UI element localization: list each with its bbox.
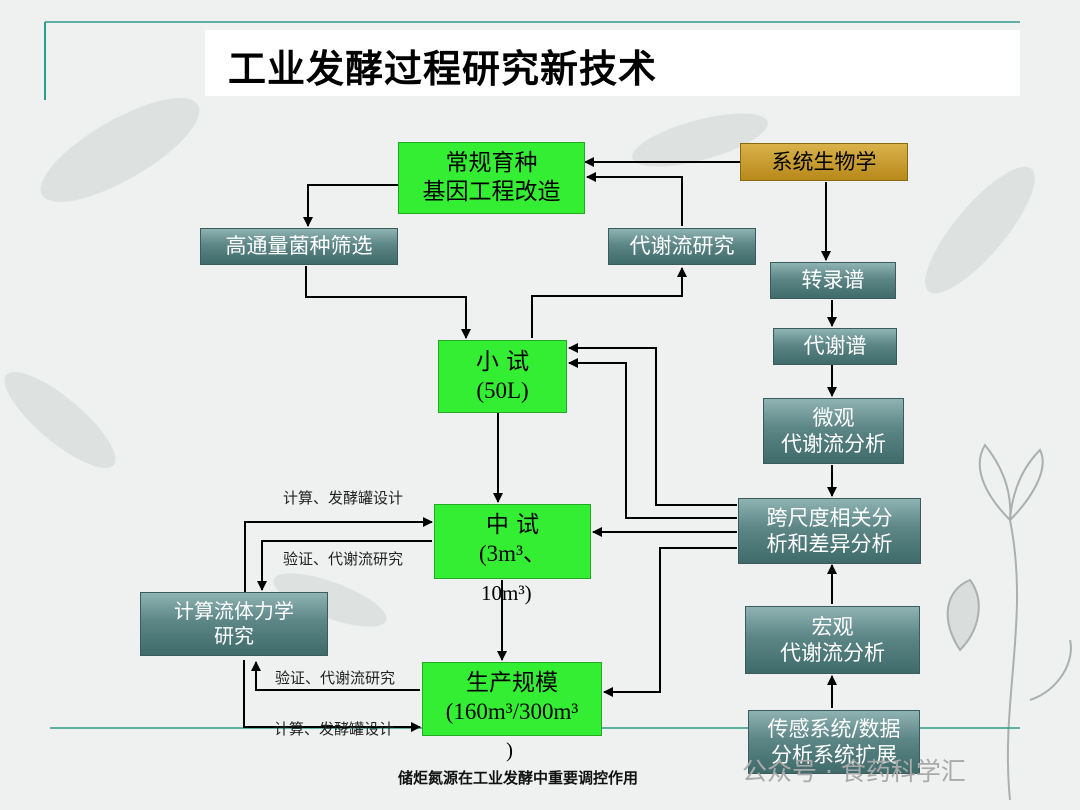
node-small-scale: 小 试 (50L) [438, 340, 567, 413]
slide-title: 工业发酵过程研究新技术 [228, 47, 658, 91]
node-systems-biology: 系统生物学 [740, 143, 908, 181]
title-background [205, 30, 1020, 96]
label-verify-production: 验证、代谢流研究 [275, 669, 396, 687]
production-scale-overflow-text: ) [506, 738, 513, 762]
label-calc-design-pilot: 计算、发酵罐设计 [283, 489, 404, 507]
node-cross-scale-analysis: 跨尺度相关分 析和差异分析 [738, 498, 921, 564]
label-calc-design-production: 计算、发酵罐设计 [274, 720, 395, 738]
slide-caption: 储炬氮源在工业发酵中重要调控作用 [398, 769, 639, 787]
node-metabolic-flux-research: 代谢流研究 [608, 228, 756, 265]
node-macro-flux-analysis: 宏观 代谢流分析 [745, 606, 920, 674]
label-verify-pilot: 验证、代谢流研究 [283, 550, 404, 568]
watermark: 公众号 · 食药科学汇 [742, 757, 966, 786]
node-transcriptome: 转录谱 [770, 262, 896, 299]
node-breeding: 常规育种 基因工程改造 [398, 142, 585, 214]
node-production-scale: 生产规模 (160m³/300m³ [422, 662, 602, 736]
node-high-throughput-screening: 高通量菌种筛选 [200, 228, 398, 265]
node-pilot-scale: 中 试 (3m³、 [434, 504, 591, 579]
pilot-scale-overflow-text: 10m³) [481, 581, 532, 605]
node-metabolome: 代谢谱 [773, 328, 897, 365]
node-micro-flux-analysis: 微观 代谢流分析 [763, 398, 904, 464]
lotus-decoration [946, 443, 1072, 801]
node-sensor-system: 传感系统/数据 分析系统扩展 [748, 710, 920, 774]
node-cfd-research: 计算流体力学 研究 [140, 592, 328, 656]
